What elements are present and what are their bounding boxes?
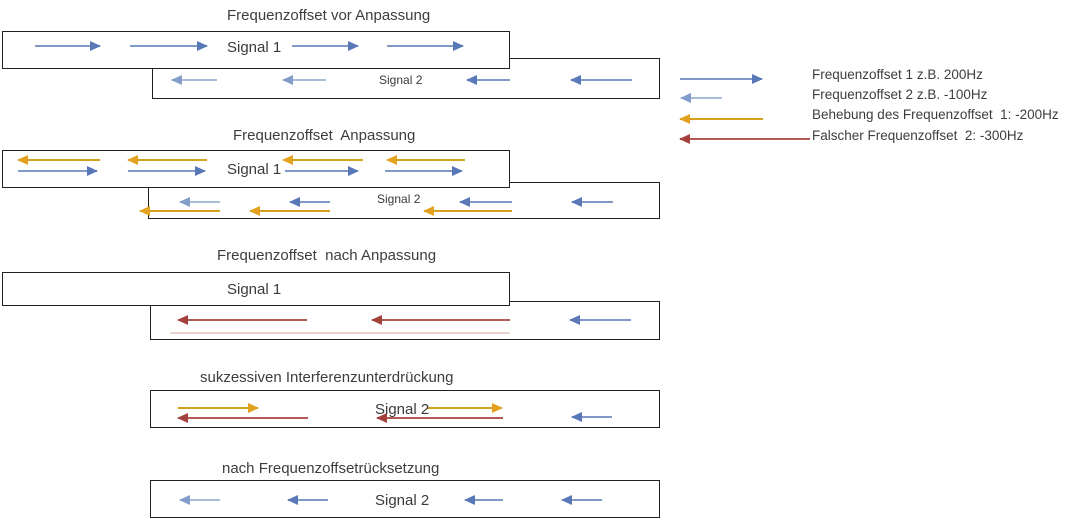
arrowhead-left-icon	[679, 114, 690, 124]
blue-light-arrow-left	[179, 197, 220, 207]
signal1-box-anpassung	[2, 150, 510, 188]
arrowhead-right-icon	[248, 403, 259, 413]
blue-arrow-left	[561, 495, 602, 505]
blue-arrow-right	[128, 166, 206, 176]
arrowhead-left-icon	[282, 75, 293, 85]
signal-label: Signal 1	[227, 39, 282, 56]
arrowhead-right-icon	[197, 41, 208, 51]
gold-arrow-left	[386, 155, 465, 165]
blue-arrow-left	[570, 75, 632, 85]
signal-label: Signal 1	[227, 281, 282, 298]
section-title-frequenzoffset-anpassung: Frequenzoffset Anpassung	[233, 127, 416, 144]
blue-arrow-left	[289, 197, 330, 207]
arrowhead-left-icon	[466, 75, 477, 85]
gold-arrow-left	[17, 155, 100, 165]
arrowhead-right-icon	[453, 41, 464, 51]
blue-light-arrow-left	[171, 75, 217, 85]
red-arrow-left	[371, 315, 510, 325]
section-title-sukzessive-interferenzunterdrueckung: sukzessiven Interferenzunterdrückung	[200, 369, 454, 386]
red-arrow-left	[177, 315, 307, 325]
section-title-nach-frequenzoffsetruecksetzung: nach Frequenzoffsetrücksetzung	[222, 460, 440, 477]
arrowhead-left-icon	[17, 155, 28, 165]
arrowhead-left-icon	[289, 197, 300, 207]
signal-label: Signal 2	[375, 492, 430, 509]
gold-arrow-left	[282, 155, 363, 165]
arrowhead-left-icon	[171, 75, 182, 85]
red-arrow-left	[679, 134, 810, 144]
arrowhead-right-icon	[492, 403, 503, 413]
blue-arrow-left	[466, 75, 510, 85]
arrowhead-right-icon	[195, 166, 206, 176]
arrowhead-left-icon	[139, 206, 150, 216]
arrowhead-left-icon	[287, 495, 298, 505]
section-title-frequenzoffset-vor-anpassung: Frequenzoffset vor Anpassung	[227, 7, 431, 24]
arrowhead-right-icon	[348, 41, 359, 51]
blue-arrow-right	[292, 41, 359, 51]
arrowhead-left-icon	[127, 155, 138, 165]
blue-arrow-left	[569, 315, 631, 325]
signal-label: Signal 2	[377, 192, 421, 206]
blue-arrow-right	[387, 41, 464, 51]
arrowhead-left-icon	[386, 155, 397, 165]
gold-arrow-left	[423, 206, 512, 216]
gold-arrow-left	[127, 155, 207, 165]
blue-arrow-left	[287, 495, 328, 505]
blue-arrow-right	[385, 166, 463, 176]
arrowhead-right-icon	[348, 166, 359, 176]
arrowhead-left-icon	[423, 206, 434, 216]
blue-arrow-right	[130, 41, 208, 51]
red-arrow-left	[376, 413, 503, 423]
arrowhead-left-icon	[282, 155, 293, 165]
gold-arrow-left	[139, 206, 220, 216]
arrowhead-right-icon	[87, 166, 98, 176]
arrowhead-left-icon	[464, 495, 475, 505]
red-arrow-left	[177, 413, 308, 423]
arrowhead-left-icon	[177, 413, 188, 423]
arrowhead-left-icon	[177, 315, 188, 325]
blue-arrow-right	[285, 166, 359, 176]
blue-arrow-left	[571, 412, 612, 422]
signal1-box-vor-anpassung	[2, 31, 510, 69]
blue-light-arrow-left	[179, 495, 220, 505]
blue-arrow-left	[464, 495, 503, 505]
arrowhead-left-icon	[570, 75, 581, 85]
arrowhead-left-icon	[249, 206, 260, 216]
arrowhead-left-icon	[571, 197, 582, 207]
gold-arrow-left	[249, 206, 330, 216]
arrowhead-left-icon	[371, 315, 382, 325]
arrowhead-left-icon	[571, 412, 582, 422]
legend-label-2: Frequenzoffset 2 z.B. -100Hz	[812, 87, 988, 102]
gold-arrow-left	[679, 114, 763, 124]
blue-light-arrow-left	[282, 75, 326, 85]
section-title-frequenzoffset-nach-anpassung: Frequenzoffset nach Anpassung	[217, 247, 437, 264]
arrowhead-right-icon	[90, 41, 101, 51]
signal1-box-nach-anpassung	[2, 272, 510, 306]
arrowhead-left-icon	[179, 197, 190, 207]
arrowhead-left-icon	[179, 495, 190, 505]
legend-label-4: Falscher Frequenzoffset 2: -300Hz	[812, 128, 1024, 143]
blue-arrow-left	[571, 197, 613, 207]
blue-arrow-right	[680, 74, 763, 84]
legend-label-3: Behebung des Frequenzoffset 1: -200Hz	[812, 107, 1059, 122]
red-faint-line	[170, 332, 510, 334]
arrowhead-left-icon	[561, 495, 572, 505]
blue-arrow-left	[459, 197, 512, 207]
gold-arrow-right	[427, 403, 503, 413]
arrowhead-left-icon	[459, 197, 470, 207]
signal-label: Signal 2	[379, 73, 423, 87]
arrowhead-right-icon	[752, 74, 763, 84]
blue-arrow-right	[18, 166, 98, 176]
signal-label: Signal 2	[375, 401, 430, 418]
arrowhead-left-icon	[680, 93, 691, 103]
arrowhead-left-icon	[376, 413, 387, 423]
arrowhead-right-icon	[452, 166, 463, 176]
legend-label-1: Frequenzoffset 1 z.B. 200Hz	[812, 67, 983, 82]
signal-label: Signal 1	[227, 161, 282, 178]
arrowhead-left-icon	[679, 134, 690, 144]
blue-arrow-right	[35, 41, 101, 51]
arrowhead-left-icon	[569, 315, 580, 325]
blue-light-arrow-left	[680, 93, 722, 103]
gold-arrow-right	[178, 403, 259, 413]
